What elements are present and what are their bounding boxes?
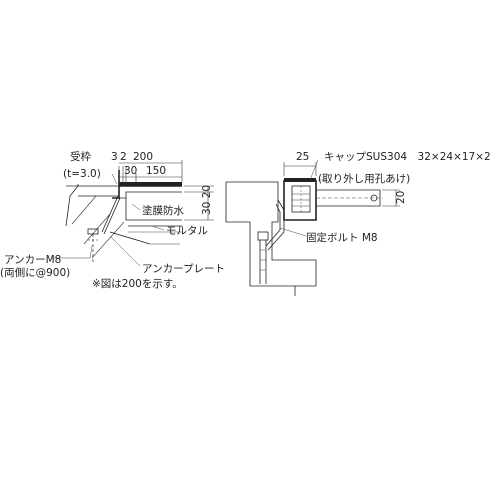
anchor-label: アンカーM8 [4, 254, 61, 266]
dim-25: 25 [296, 151, 309, 163]
dim-30-20: 30 20 [201, 185, 213, 215]
hatch-3 [91, 221, 125, 259]
anchor-spacing-label: (両側に@900) [0, 266, 70, 279]
anchor-plate-label: アンカープレート [142, 263, 225, 275]
dim-30: 30 [124, 165, 137, 177]
cap-body [283, 180, 317, 221]
leader-anchor-2 [89, 245, 93, 259]
cap-top [284, 178, 316, 182]
mortar-label: モルタル [166, 225, 208, 237]
leader-bolt [279, 227, 307, 237]
left-detail: 受枠 (t=3.0) 3 2 200 30 150 30 20 塗膜防水 モルタ… [0, 150, 225, 290]
bracket-plate [267, 199, 285, 251]
slab-bottom-line [109, 231, 151, 245]
dim-3: 3 [111, 151, 118, 163]
slab-left-edge [65, 184, 79, 227]
cover-plate [119, 182, 182, 186]
thickness-label: (t=3.0) [63, 168, 101, 180]
anchor-plate-line [101, 195, 119, 233]
leader-frame [111, 173, 118, 185]
dim-20: 20 [395, 191, 407, 204]
leader-cap [309, 159, 319, 181]
membrane-upper [119, 191, 182, 199]
block-outline-lower [225, 182, 268, 287]
bolt-head [257, 231, 269, 241]
cap-spec: SUS304 32×24×17×2 [366, 151, 491, 163]
dim-150: 150 [146, 165, 166, 177]
leader-mortar [151, 225, 165, 231]
membrane-lower [125, 198, 182, 221]
bracket-plate-2 [265, 203, 281, 247]
frame-steel [112, 170, 120, 199]
anchor-plate-line-2 [103, 197, 121, 235]
hole-label: (取り外し用孔あけ) [318, 172, 410, 185]
dim-2: 2 [120, 151, 127, 163]
hatch-1 [71, 195, 97, 225]
leader-plate [109, 235, 141, 267]
leader-waterproof [131, 203, 141, 211]
bolt-label: 固定ボルト M8 [306, 231, 378, 244]
dim-200: 200 [133, 151, 153, 163]
block-outline-left [226, 181, 317, 296]
right-detail: 25 キャップ SUS304 32×24×17×2 (取り外し用孔あけ) 20 … [225, 151, 491, 296]
note: ※図は200を示す。 [92, 278, 183, 290]
waterproof-label: 塗膜防水 [142, 204, 184, 217]
cap-label: キャップ [324, 151, 366, 163]
frame-label: 受枠 [70, 150, 91, 163]
